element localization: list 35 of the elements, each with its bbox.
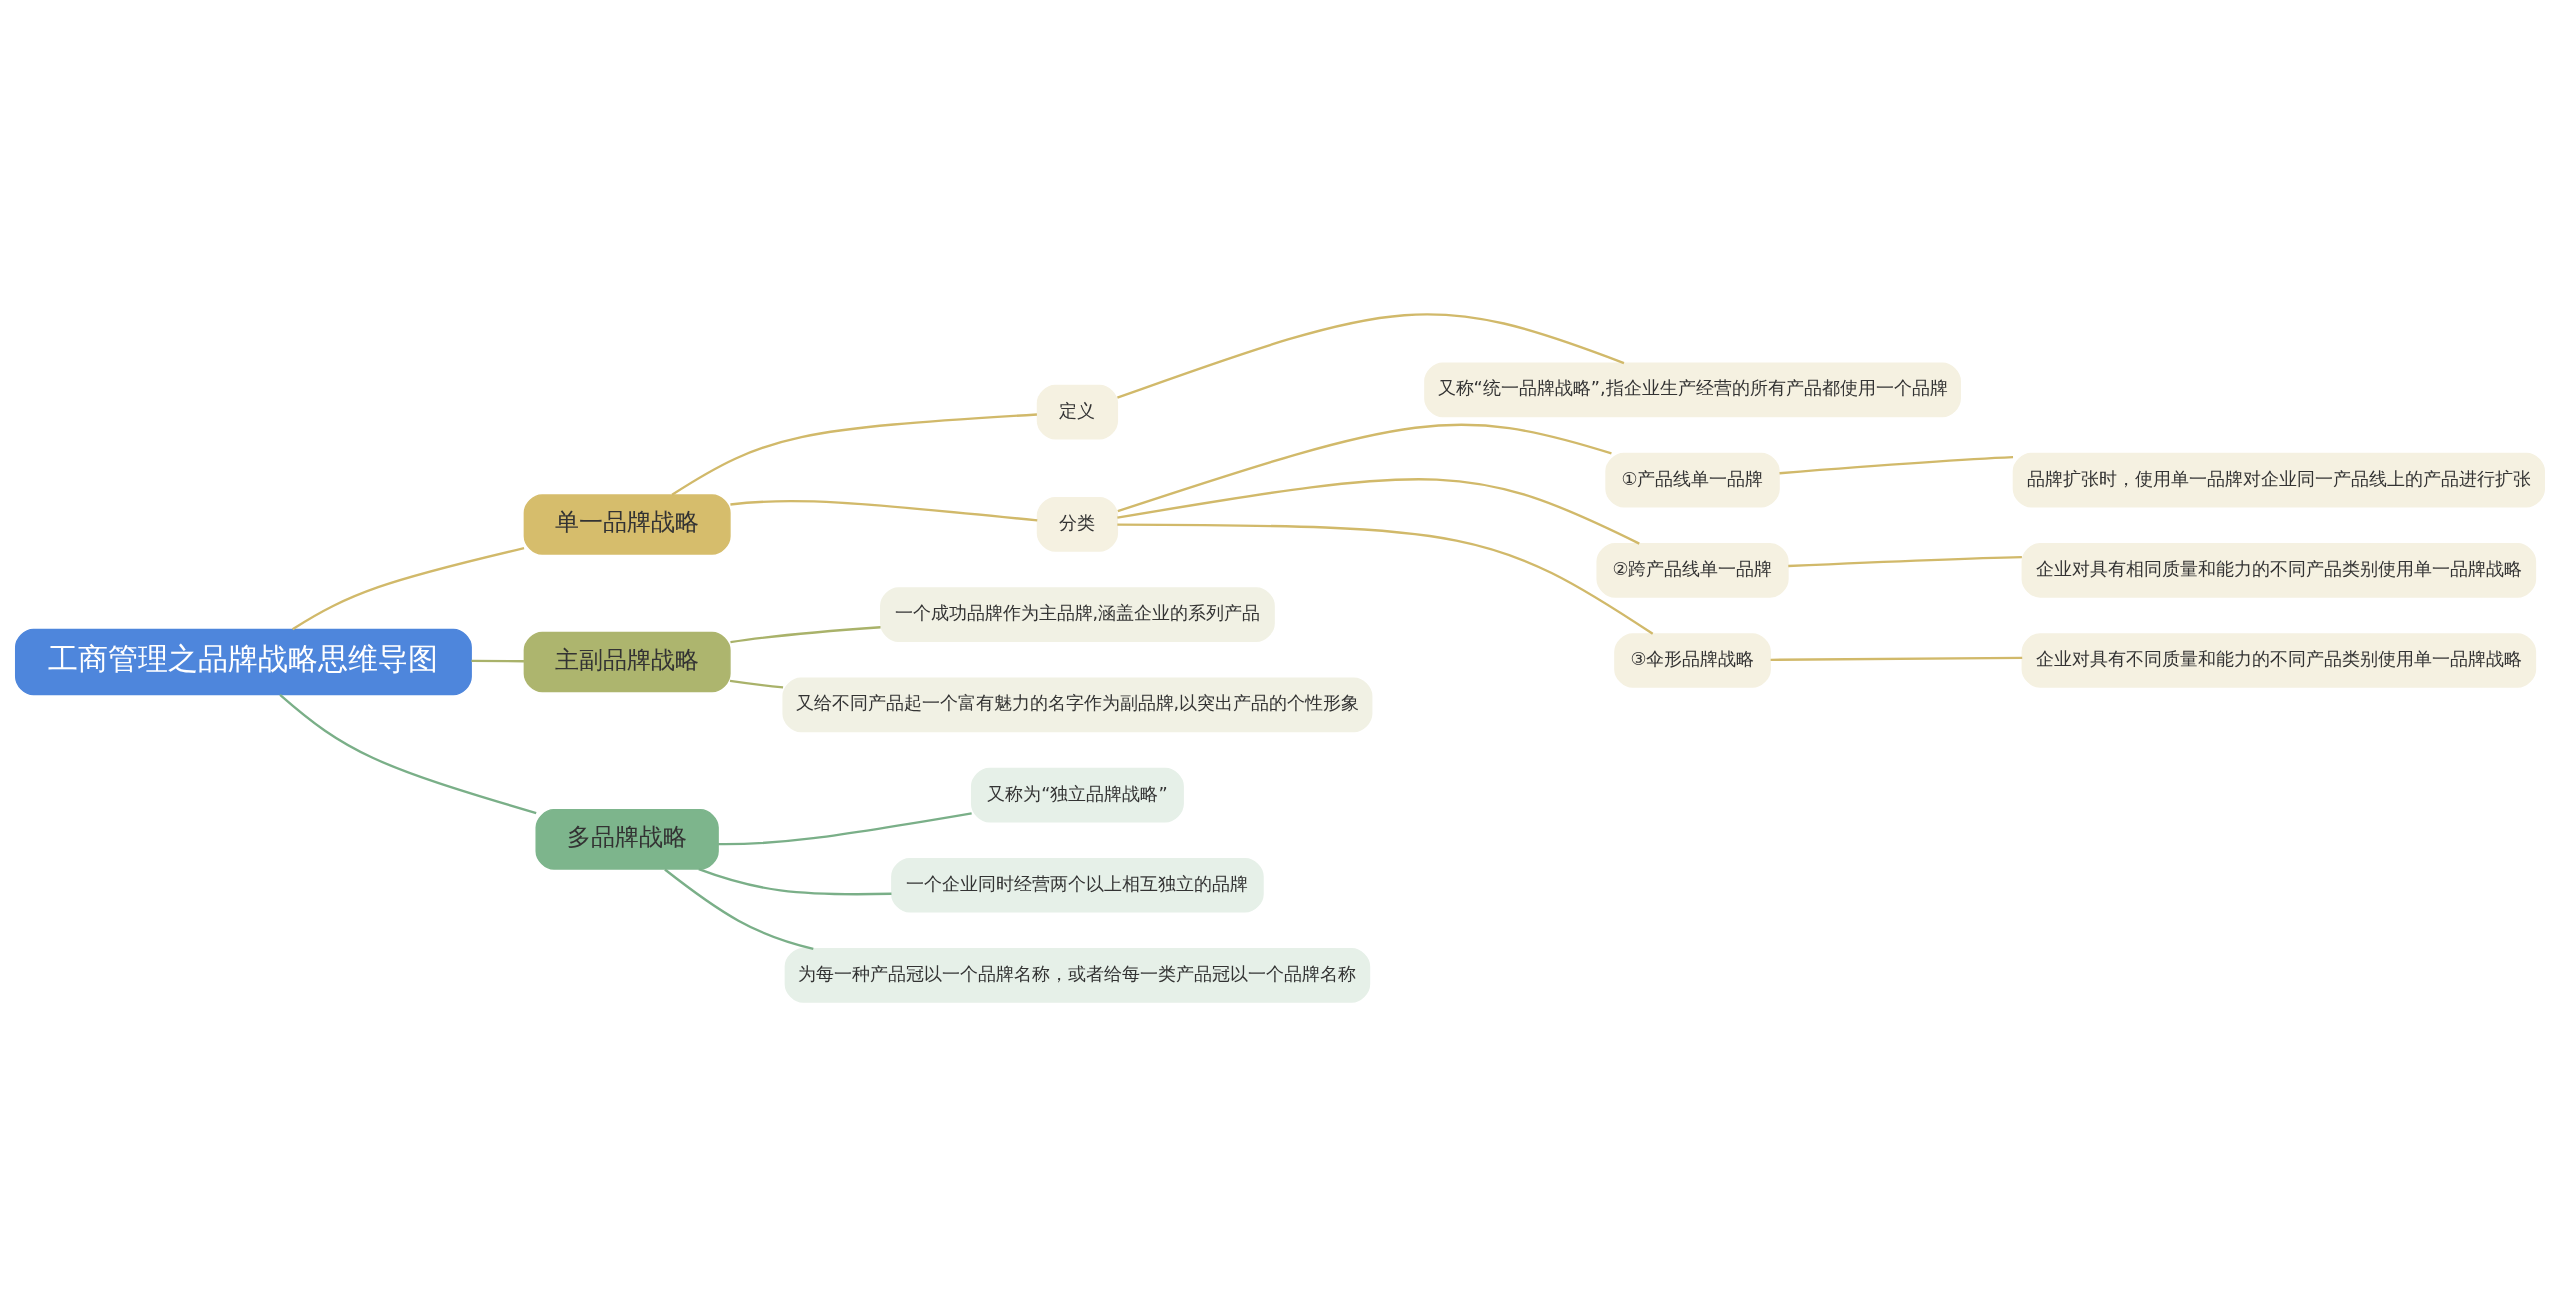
connector	[1117, 478, 1640, 545]
connector	[664, 868, 814, 950]
node-box: 一个成功品牌作为主品牌,涵盖企业的系列产品	[880, 587, 1275, 642]
connector	[1770, 656, 2023, 661]
node-box: 单一品牌战略	[523, 494, 731, 555]
connector	[1117, 523, 1654, 635]
node-box: ①产品线单一品牌	[1605, 452, 1780, 508]
node-box: ②跨产品线单一品牌	[1596, 542, 1789, 598]
connector	[729, 679, 784, 689]
node-box: 为每一种产品冠以一个品牌名称，或者给每一类产品冠以一个品牌名称	[784, 948, 1371, 1003]
connector	[1117, 423, 1612, 513]
node-box: 定义	[1036, 384, 1119, 440]
node-box: 又给不同产品起一个富有魅力的名字作为副品牌,以突出产品的个性形象	[782, 677, 1373, 733]
connector	[291, 547, 525, 631]
connector	[1117, 313, 1625, 399]
connector	[1779, 456, 2014, 475]
node-box: 企业对具有相同质量和能力的不同产品类别使用单一品牌战略	[2021, 542, 2537, 598]
connector	[471, 659, 524, 663]
connector	[730, 626, 881, 644]
node-box: 工商管理之品牌战略思维导图	[14, 628, 472, 696]
node-box: 一个企业同时经营两个以上相互独立的品牌	[891, 857, 1264, 913]
connector	[671, 413, 1037, 496]
node-box: 品牌扩张时，使用单一品牌对企业同一产品线上的产品进行扩张	[2012, 452, 2546, 508]
node-box: 多品牌战略	[535, 809, 719, 870]
connector	[279, 694, 537, 815]
node-box: 分类	[1036, 497, 1119, 552]
node-box: 企业对具有不同质量和能力的不同产品类别使用单一品牌战略	[2021, 633, 2537, 688]
connector	[1788, 555, 2022, 568]
connector	[730, 499, 1038, 522]
node-box: 又称“统一品牌战略”,指企业生产经营的所有产品都使用一个品牌	[1424, 362, 1961, 418]
connector	[718, 812, 972, 846]
node-box: 又称为“独立品牌战略”	[970, 767, 1184, 823]
node-box: 主副品牌战略	[523, 631, 731, 693]
node-box: ③伞形品牌战略	[1614, 633, 1771, 688]
connector	[698, 868, 892, 896]
